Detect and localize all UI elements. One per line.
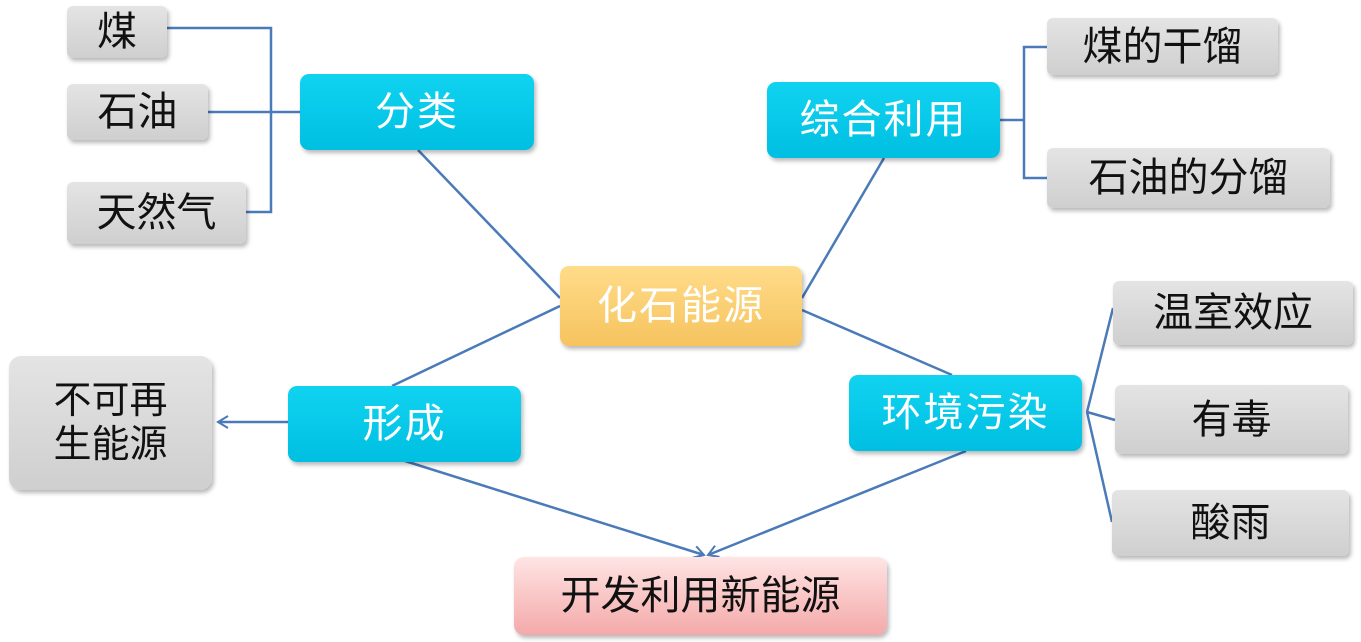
center-utilization-line: [800, 157, 886, 299]
non-renewable-line-2: 生能源: [53, 422, 168, 466]
non-renewable-line-1: 不可再: [53, 378, 168, 423]
natural-gas-node: 天然气: [67, 182, 246, 244]
center-pollution-line: [801, 308, 953, 377]
formation-node: 形成: [288, 386, 521, 462]
greenhouse-effect-node: 温室效应: [1113, 281, 1353, 345]
toxic-node: 有毒: [1115, 385, 1348, 454]
pollution-node: 环境污染: [849, 375, 1082, 451]
develop-new-energy-node: 开发利用新能源: [514, 557, 887, 635]
utilization-node: 综合利用: [767, 82, 1000, 158]
coal-node: 煤: [67, 6, 167, 58]
oil-fractionation-node: 石油的分馏: [1047, 148, 1330, 208]
formation-final-arrow: [404, 459, 706, 559]
fossil-energy-center-node: 化石能源: [560, 266, 802, 346]
classification-bracket: [167, 26, 273, 214]
acid-rain-node: 酸雨: [1112, 490, 1349, 556]
center-classification-line: [417, 149, 561, 299]
pollution-greenhouse-line: [1085, 307, 1115, 413]
utilization-bracket: [1022, 45, 1047, 180]
classification-node: 分类: [300, 74, 534, 150]
pollution-final-arrow: [706, 449, 967, 558]
oil-node: 石油: [67, 84, 208, 140]
coal-dry-distillation-node: 煤的干馏: [1047, 18, 1278, 75]
pollution-acid-line: [1085, 411, 1114, 523]
pollution-toxic-line: [1086, 410, 1116, 422]
non-renewable-node: 不可再 生能源: [9, 356, 212, 490]
center-formation-line: [391, 304, 561, 388]
